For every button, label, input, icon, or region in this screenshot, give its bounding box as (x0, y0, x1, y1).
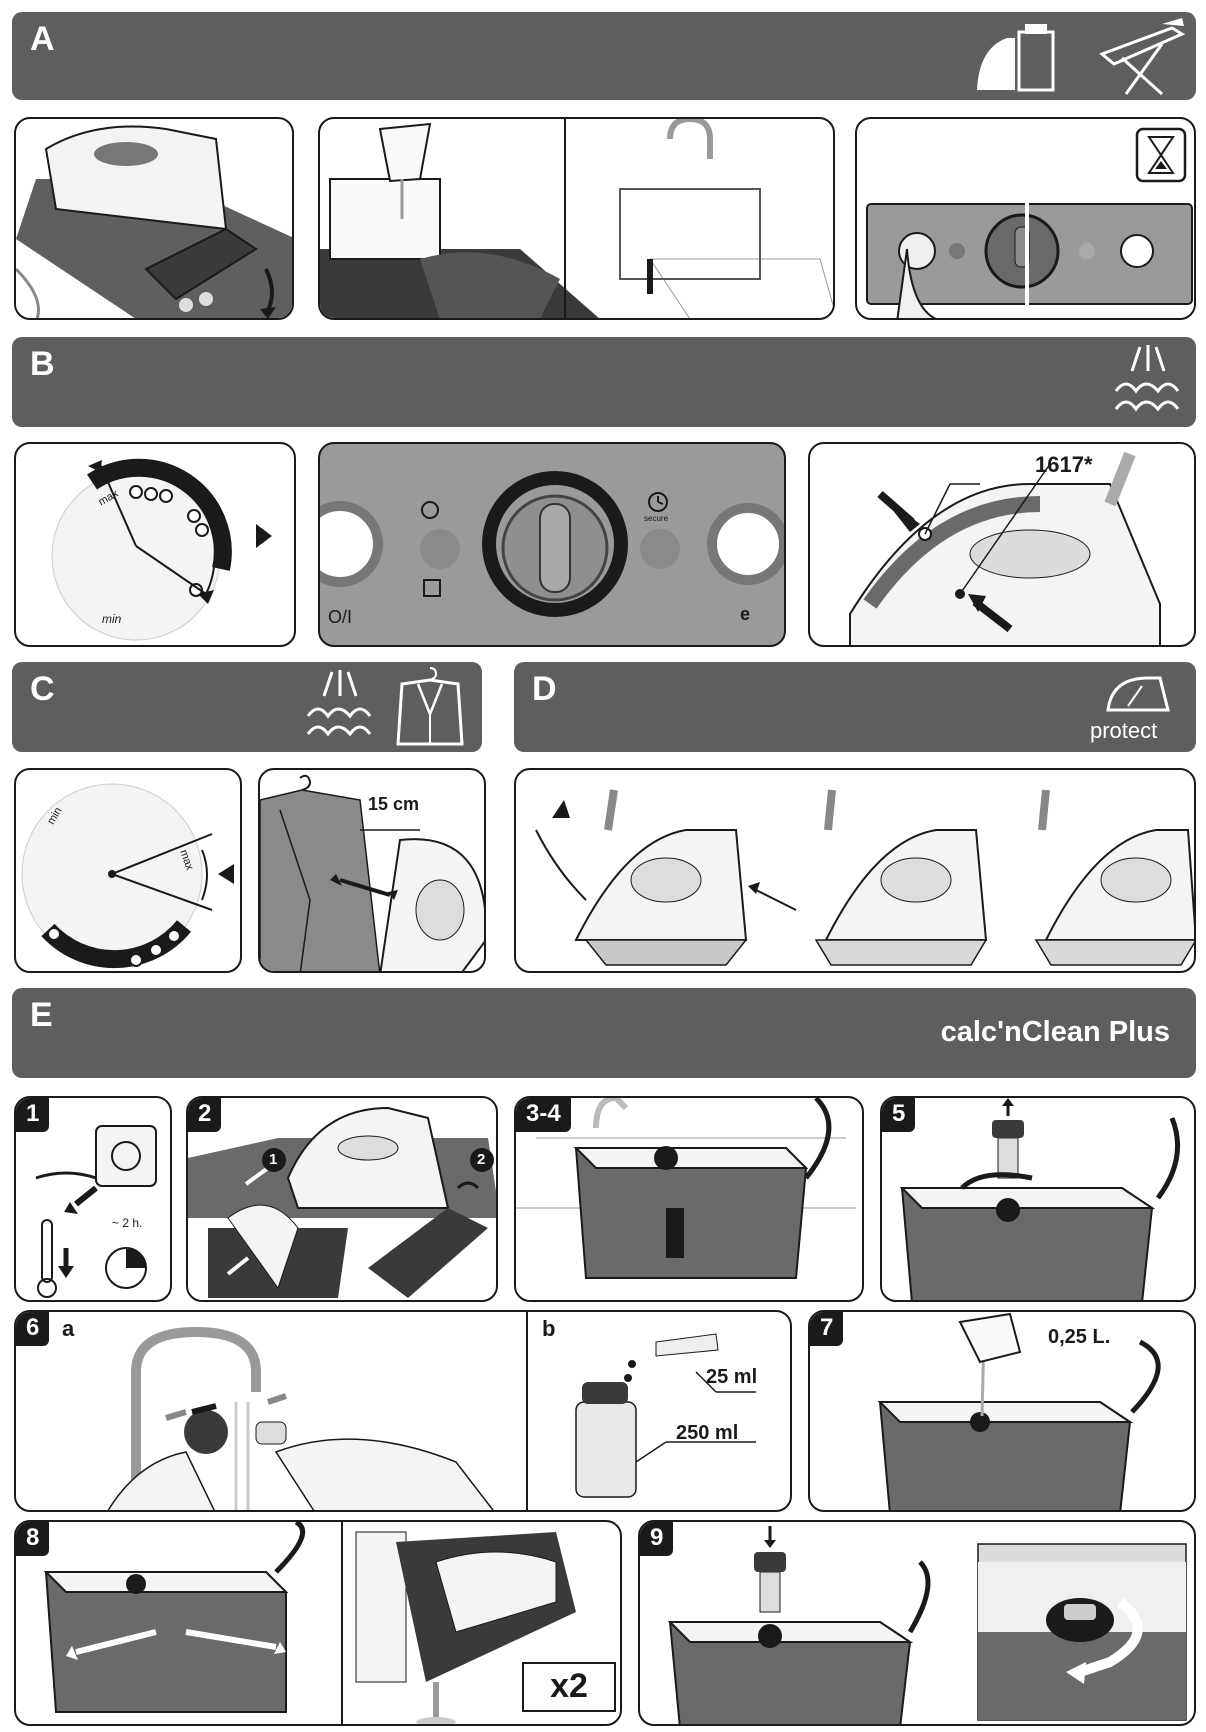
fill-volume-label: 0,25 L. (1048, 1326, 1111, 1348)
control-panel-illustration (866, 127, 1193, 318)
clean-filter-illustration (107, 1312, 756, 1510)
section-d-header: D protect (514, 662, 1196, 752)
step-number: 5 (882, 1098, 916, 1132)
step-1-unplug-cool: 1 ~ 2 h. (14, 1096, 172, 1302)
step-6-clean-filter: 6 a b 25 ml 250 ml (14, 1310, 792, 1512)
panel-c2-vertical-steam: 15 cm (258, 768, 486, 973)
step-5-unscrew-cap: 5 (880, 1096, 1196, 1302)
repeat-twice-box: x2 (522, 1662, 616, 1712)
step-number: 8 (16, 1522, 50, 1556)
remove-iron-illustration (188, 1106, 496, 1298)
descaler-volume-label: 25 ml (706, 1366, 758, 1388)
iron-base-illustration (16, 125, 292, 318)
onoff-label: O/I (328, 607, 353, 627)
marker-2: 2 (477, 1151, 486, 1168)
iron-protect-icon (1106, 676, 1170, 712)
secure-label: secure (644, 514, 669, 523)
step-number: 3-4 (516, 1098, 571, 1132)
step-number: 7 (810, 1312, 844, 1346)
section-e-title: calc'nClean Plus (940, 1016, 1170, 1048)
step-number: 1 (16, 1098, 50, 1132)
section-letter: C (30, 670, 55, 708)
jacket-steam-illustration (260, 774, 484, 971)
rinse-base-illustration (43, 1522, 576, 1724)
hanging-jacket-icon (396, 667, 464, 746)
section-letter: E (30, 996, 53, 1034)
step-3-4-base-over-sink: 3-4 (514, 1096, 864, 1302)
protect-badge: protect (1090, 718, 1158, 743)
cool-time-label: ~ 2 h. (112, 1216, 143, 1230)
fill-tank-illustration (320, 119, 833, 318)
control-panel-closeup (320, 471, 784, 617)
dial-min-label: min (102, 612, 122, 626)
section-letter: A (30, 20, 55, 58)
protect-soleplate-illustration (535, 789, 1194, 966)
distance-label: 15 cm (368, 794, 420, 814)
panel-a3-press-power (855, 117, 1196, 320)
step-9-replace-cap: 9 (638, 1520, 1196, 1726)
vertical-steam-dial (21, 783, 234, 969)
model-code-label: 1617* (1035, 452, 1093, 477)
steam-icon (306, 670, 372, 737)
section-letter: D (532, 670, 557, 708)
section-e-header: E calc'nClean Plus (12, 988, 1196, 1078)
panel-c1-dial: min max (14, 768, 242, 973)
panel-a1-unlock-iron (14, 117, 294, 320)
step-number: 9 (640, 1522, 674, 1556)
step-number: 2 (188, 1098, 222, 1132)
panel-b1-steam-dial: max min (14, 442, 296, 647)
iron-model-illustration (849, 451, 1161, 645)
marker-1: 1 (269, 1151, 278, 1168)
step-7-fill-base: 7 0,25 L. (808, 1310, 1196, 1512)
ironing-board-icon (1099, 18, 1186, 96)
iron-tank-icon (977, 24, 1055, 92)
step-number: 6 (16, 1312, 50, 1346)
step-8-rinse-base: 8 x2 (14, 1520, 622, 1726)
steam-dial-illustration (51, 458, 272, 641)
steam-icon (1114, 345, 1180, 412)
replace-cap-illustration (667, 1526, 1187, 1724)
fill-base-illustration (877, 1312, 1161, 1510)
panel-b3-model-code: 1617* (808, 442, 1196, 647)
substep-a: a (62, 1316, 75, 1341)
unplug-illustration (35, 1125, 157, 1298)
section-a-header: A (12, 12, 1196, 100)
unscrew-cap-illustration (899, 1098, 1180, 1300)
panel-a2-fill-tank (318, 117, 835, 320)
panel-d-attach-protect (514, 768, 1196, 973)
panel-b2-control-panel: O/I secure e (318, 442, 786, 647)
base-over-sink-illustration (516, 1098, 856, 1279)
section-b-header: B (12, 337, 1196, 427)
substep-b: b (542, 1316, 556, 1341)
e-button-label: e (740, 604, 751, 624)
water-volume-label: 250 ml (676, 1422, 739, 1444)
step-2-remove-iron: 2 1 2 (186, 1096, 498, 1302)
section-letter: B (30, 345, 55, 383)
section-c-header: C (12, 662, 482, 752)
